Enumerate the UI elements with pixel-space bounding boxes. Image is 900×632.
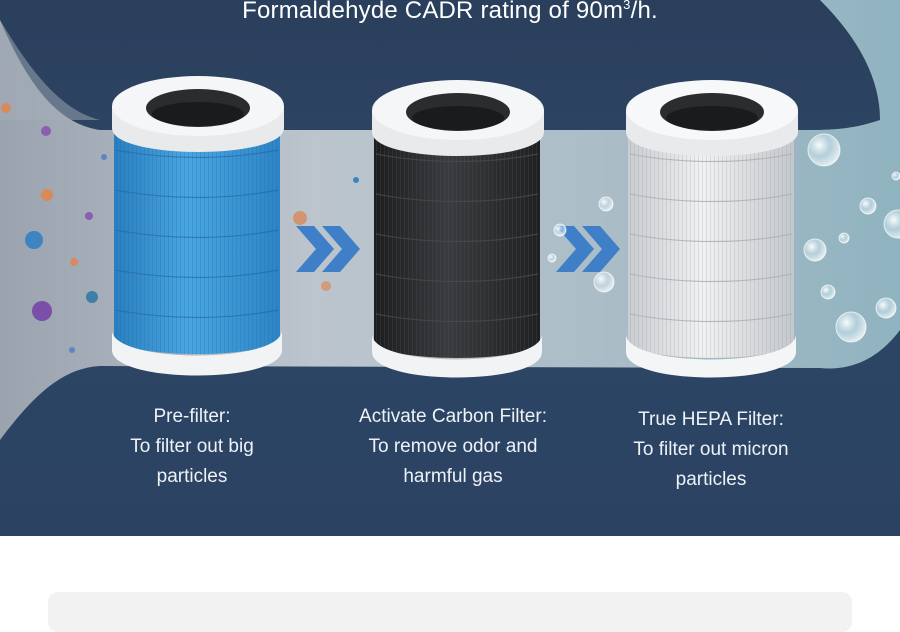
carbon-filter-caption: Activate Carbon Filter: To remove odor a… [328,402,578,492]
next-section-card [48,592,852,632]
caption-line: To remove odor and [368,436,538,457]
hepa-filter-caption: True HEPA Filter: To filter out micron p… [586,405,836,495]
caption-line: particles [675,469,747,490]
flow-arrow-2 [556,226,620,272]
caption-line: To filter out micron [633,439,789,460]
caption-title: Activate Carbon Filter: [359,406,547,427]
pre-filter-image [112,76,284,376]
pre-filter-caption: Pre-filter: To filter out big particles [67,402,317,492]
hepa-filter-image [626,80,798,378]
flow-arrow-1 [296,226,360,272]
caption-title: True HEPA Filter: [638,409,784,430]
product-banner: Formaldehyde CADR rating of 90m3/h. Pre-… [0,0,900,536]
caption-title: Pre-filter: [153,406,231,427]
pollutant-particles [1,103,359,353]
caption-line: To filter out big [130,436,254,457]
clean-air-bubbles [547,133,900,343]
caption-line: harmful gas [403,466,503,487]
caption-line: particles [156,466,228,487]
headline: Formaldehyde CADR rating of 90m3/h. [242,0,658,24]
carbon-filter-image [372,80,544,378]
